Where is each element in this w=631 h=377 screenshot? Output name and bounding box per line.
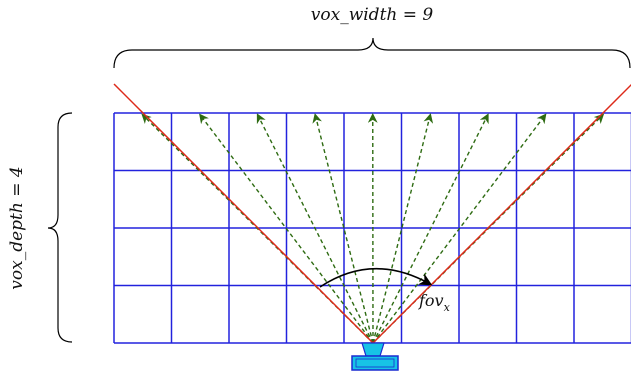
depth-brace <box>47 112 73 343</box>
fov-label: fovx <box>418 291 451 314</box>
ray-arrow <box>199 113 374 344</box>
fov-arc <box>319 267 433 288</box>
width-brace <box>113 37 631 69</box>
ray-fan <box>141 113 605 344</box>
fov-boundary-right <box>372 83 631 344</box>
ray-arrow <box>312 113 374 344</box>
ray-arrow <box>372 113 547 344</box>
fov-subscript: x <box>444 301 451 314</box>
ray-arrow <box>372 113 489 344</box>
sensor-icon <box>351 342 399 371</box>
ray-arrow <box>256 113 374 344</box>
fov-boundary-left <box>113 83 374 344</box>
depth-label: vox_depth = 4 <box>7 166 27 289</box>
width-label: vox_width = 9 <box>311 5 434 25</box>
ray-arrow <box>141 113 374 344</box>
